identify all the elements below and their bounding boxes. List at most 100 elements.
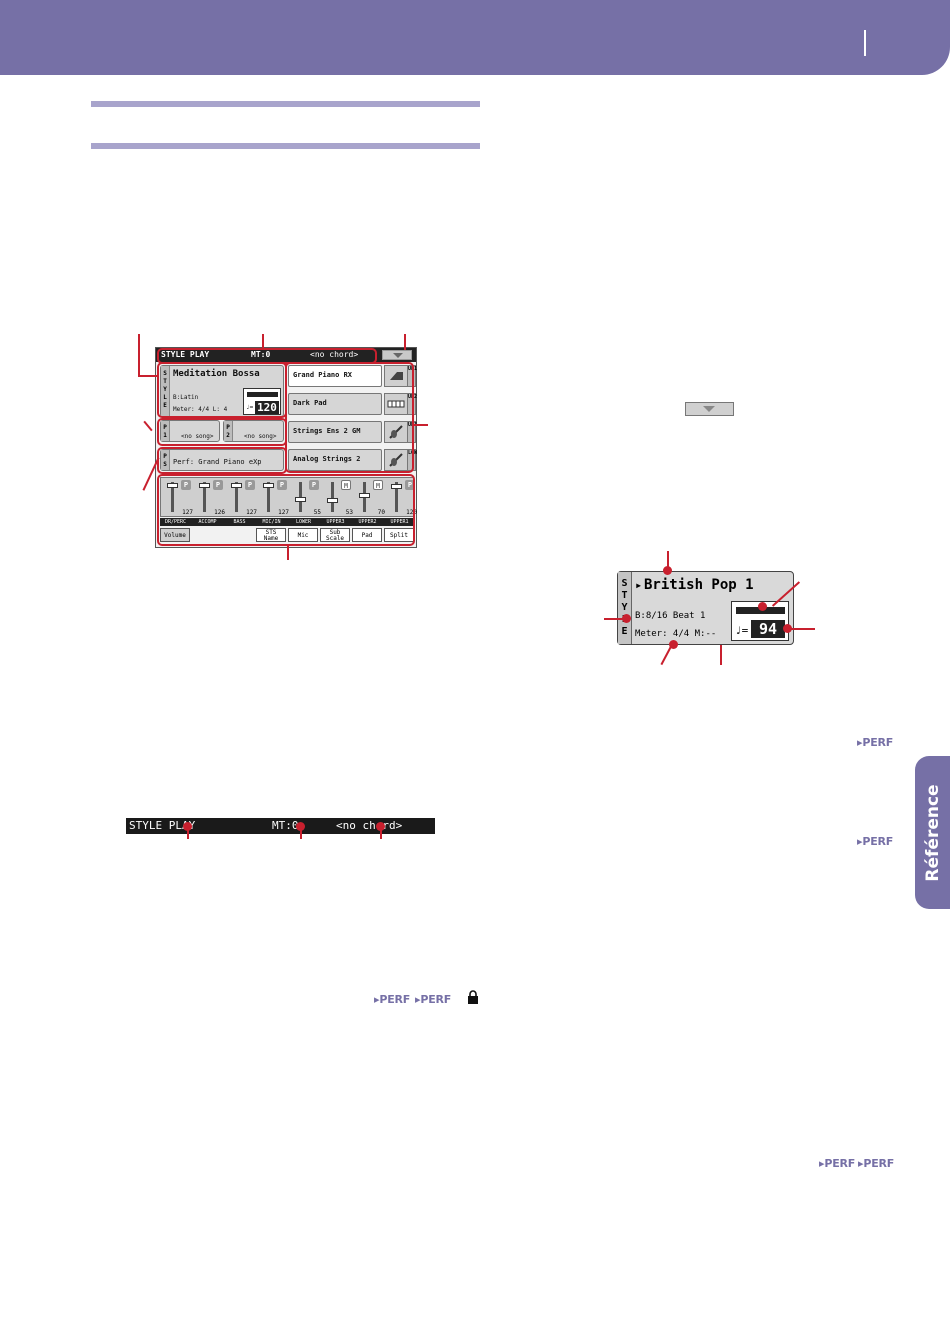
callout-dot	[758, 602, 767, 611]
keyboard-icon[interactable]	[384, 393, 408, 415]
lcd-tempo-box[interactable]: ♩= 120	[243, 388, 281, 415]
fader-upper2[interactable]: M 70	[355, 480, 385, 516]
callout-line	[667, 551, 669, 571]
track-name: UPPER1	[390, 519, 409, 525]
lcd-p1-song: <no song>	[181, 433, 214, 440]
perf-ref-label: PERF	[862, 736, 894, 749]
play-status[interactable]: P	[245, 480, 255, 490]
style-bank: B:8/16 Beat 1	[635, 611, 706, 621]
perf-ref-label: PERF	[420, 993, 452, 1006]
callout-dot	[622, 614, 631, 623]
lcd-p2-label: P2	[226, 424, 230, 439]
mic-button[interactable]: Mic	[288, 528, 318, 542]
callout-line	[414, 424, 428, 426]
lcd-tempo-value: 120	[255, 401, 279, 414]
volume-tab[interactable]: Volume	[160, 528, 190, 542]
fader-value: 127	[182, 509, 193, 516]
fader-upper3[interactable]: M 53	[323, 480, 353, 516]
callout-line	[262, 334, 264, 350]
lcd-sound-upper3[interactable]: Strings Ens 2 GM	[288, 421, 382, 443]
play-status[interactable]: M	[373, 480, 383, 490]
fader-value: 53	[345, 509, 353, 516]
fader-bass[interactable]: P 127	[227, 480, 257, 516]
fader-value: 70	[377, 509, 385, 516]
fader-mic[interactable]: P 127	[259, 480, 289, 516]
lcd-player1[interactable]: P1 <no song>	[160, 420, 220, 442]
style-indicator-icon: ▸	[635, 578, 643, 592]
tempo-value: 94	[751, 620, 785, 638]
lcd-page-menu-button[interactable]	[382, 350, 412, 360]
style-name: British Pop 1	[644, 577, 754, 593]
fader-drum[interactable]: P 127	[163, 480, 193, 516]
section-rule-bottom	[91, 143, 480, 149]
callout-dot	[663, 566, 672, 575]
highlight-players	[157, 418, 287, 446]
track-name: BASS	[233, 519, 246, 525]
lcd-sound-lower-name: Analog Strings 2	[293, 455, 361, 463]
fader-accomp[interactable]: P 126	[195, 480, 225, 516]
callout-line	[720, 645, 722, 665]
sts-name-button[interactable]: STS Name	[256, 528, 286, 542]
perf-ref-link[interactable]: ▸PERF	[857, 835, 894, 848]
play-status[interactable]: P	[181, 480, 191, 490]
fader-upper1[interactable]: P 120	[387, 480, 417, 516]
fader-lower[interactable]: P 55	[291, 480, 321, 516]
track-name: UPPER3	[326, 519, 345, 525]
play-status[interactable]: P	[405, 480, 415, 490]
perf-ref-link[interactable]: ▸PERF	[819, 1157, 856, 1170]
perf-ref-label: PERF	[862, 835, 894, 848]
lcd-player2[interactable]: P2 <no song>	[223, 420, 284, 442]
lcd-p1-tag: P1	[161, 421, 170, 441]
highlight-mixer	[157, 474, 415, 546]
play-status[interactable]: P	[309, 480, 319, 490]
lcd-p2-song: <no song>	[244, 433, 277, 440]
perf-ref-link[interactable]: ▸PERF	[374, 993, 411, 1006]
section-rule-top	[91, 101, 480, 107]
lcd-sound-upper1[interactable]: Grand Piano RX	[288, 365, 382, 387]
lcd-sound-upper2[interactable]: Dark Pad	[288, 393, 382, 415]
fader-value: 120	[406, 509, 417, 516]
status-chord: <no chord>	[336, 819, 403, 832]
page-menu-button[interactable]	[685, 402, 734, 416]
lcd-ps-label: PS	[163, 453, 167, 468]
lcd-sound-upper3-name: Strings Ens 2 GM	[293, 427, 361, 435]
track-name: ACCOMP	[198, 519, 217, 525]
lcd-master-transpose: MT:0	[251, 350, 271, 359]
sub-scale-button[interactable]: Sub Scale	[320, 528, 350, 542]
lcd-page-title: STYLE PLAY	[161, 350, 210, 359]
perf-ref-label: PERF	[824, 1157, 856, 1170]
lcd-tempo-prefix: ♩=	[246, 404, 254, 411]
section-side-tab[interactable]: Référence	[915, 756, 950, 909]
lcd-style-name: Meditation Bossa	[173, 369, 260, 379]
piano-icon[interactable]	[384, 365, 408, 387]
highlight-style-area	[157, 362, 287, 418]
callout-line	[138, 375, 158, 377]
tempo-prefix: ♩=	[735, 624, 749, 637]
play-status[interactable]: M	[341, 480, 351, 490]
lcd-style-meter: Meter: 4/4 L: 4	[173, 406, 228, 413]
lock-icon	[468, 990, 478, 1004]
perf-ref-link[interactable]: ▸PERF	[415, 993, 452, 1006]
style-area-enlarged[interactable]: STYLE ▸ British Pop 1 B:8/16 Beat 1 Mete…	[617, 571, 794, 645]
lcd-sound-lower[interactable]: Analog Strings 2	[288, 449, 382, 471]
style-meter: Meter: 4/4 M:--	[635, 629, 717, 639]
highlight-performance	[157, 447, 287, 474]
lcd-beat-indicator	[247, 392, 278, 397]
page-header-band	[0, 0, 950, 75]
play-status[interactable]: P	[277, 480, 287, 490]
perf-ref-link[interactable]: ▸PERF	[857, 736, 894, 749]
status-title: STYLE PLAY	[129, 819, 196, 832]
fader-value: 55	[313, 509, 321, 516]
play-status[interactable]: P	[213, 480, 223, 490]
fader-value: 127	[278, 509, 289, 516]
callout-line	[789, 628, 815, 630]
header-divider	[864, 30, 866, 56]
fader-value: 126	[214, 509, 225, 516]
lcd-style-area[interactable]: STYLE Meditation Bossa B:Latin Meter: 4/…	[160, 365, 284, 417]
fader-value: 127	[246, 509, 257, 516]
perf-ref-link[interactable]: ▸PERF	[858, 1157, 895, 1170]
pad-button[interactable]: Pad	[352, 528, 382, 542]
lcd-performance-area[interactable]: PS Perf: Grand Piano eXp	[160, 449, 284, 471]
callout-line	[604, 618, 626, 620]
status-bar: STYLE PLAY MT:0 <no chord>	[126, 818, 435, 834]
